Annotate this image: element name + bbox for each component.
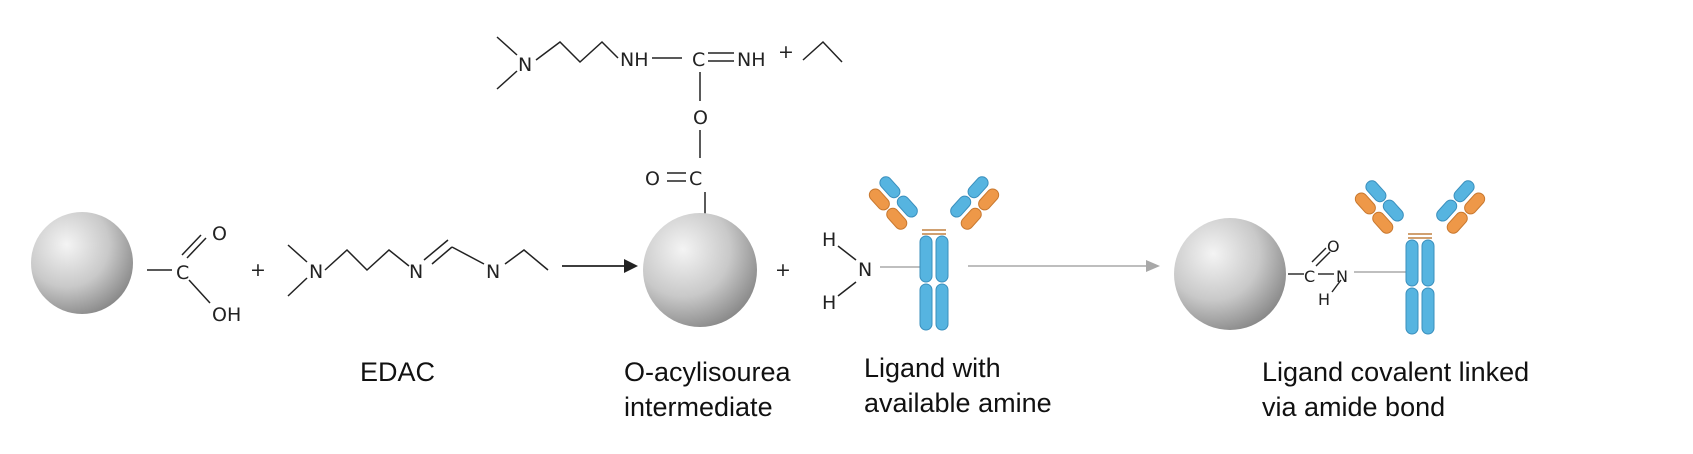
amide-bond (1288, 247, 1342, 293)
edac-label: EDAC (360, 357, 436, 387)
amine-hydrogen-1: H (822, 229, 836, 251)
intermediate-label-line2: intermediate (624, 392, 773, 422)
ligand-label-line1: Ligand with (864, 353, 1001, 383)
ligand-label-line2: available amine (864, 388, 1052, 418)
amide-nitrogen: N (1336, 267, 1348, 286)
caption-ligand: Ligand with available amine (864, 351, 1052, 421)
amide-carbon: C (1304, 267, 1315, 286)
reaction-arrow-2 (968, 260, 1160, 272)
reaction-arrow-1 (562, 259, 638, 273)
edac-nitrogen-3: N (486, 261, 500, 283)
plus-sign-2: + (775, 259, 791, 281)
edac-nitrogen-2: N (409, 261, 423, 283)
edac-nitrogen-1: N (309, 261, 323, 283)
carboxyl-carbon: C (176, 262, 189, 284)
intermediate-charge: + (778, 41, 794, 63)
edac-molecule (287, 239, 549, 297)
amide-hydrogen: H (1318, 290, 1330, 309)
intermediate-nh: NH (620, 49, 649, 71)
product-label-line1: Ligand covalent linked (1262, 357, 1530, 387)
carbonyl-carbon: C (689, 168, 702, 190)
intermediate-nitrogen: N (518, 54, 532, 76)
plus-sign-1: + (250, 259, 266, 281)
antibody-2 (1354, 180, 1486, 335)
carbonyl-oxygen: O (645, 168, 660, 190)
amide-oxygen: O (1327, 237, 1340, 256)
intermediate-nh-plus: NH (737, 49, 766, 71)
caption-edac: EDAC (360, 355, 435, 390)
bead-1 (31, 212, 133, 314)
product-label-line2: via amide bond (1262, 392, 1446, 422)
intermediate-label-line1: O-acylisourea (624, 357, 791, 387)
intermediate-oxygen: O (693, 107, 708, 129)
carboxyl-hydroxyl: OH (212, 304, 241, 326)
bead-2 (643, 213, 757, 327)
carboxyl-oxygen: O (212, 223, 227, 245)
caption-product: Ligand covalent linked via amide bond (1262, 355, 1529, 425)
antibody-1 (868, 176, 1000, 331)
amine-hydrogen-2: H (822, 292, 836, 314)
intermediate-structure (496, 36, 843, 215)
caption-intermediate: O-acylisourea intermediate (624, 355, 791, 425)
bead-3 (1174, 218, 1286, 330)
amine-group (837, 245, 857, 297)
intermediate-carbon: C (692, 49, 705, 71)
carboxyl-group (147, 234, 211, 304)
amine-nitrogen: N (858, 259, 872, 281)
